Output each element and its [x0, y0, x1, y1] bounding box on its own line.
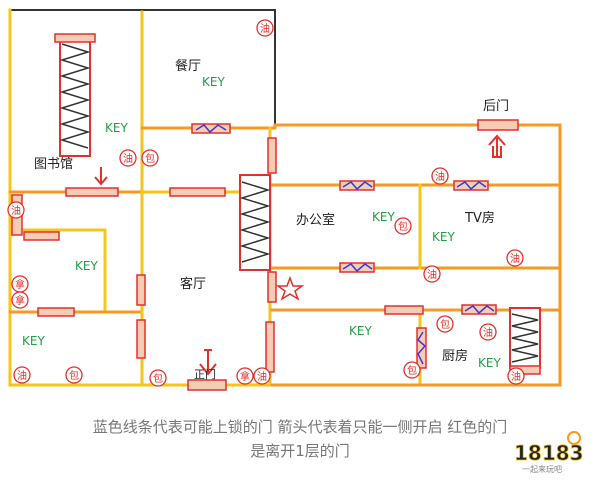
- door-living-north: [169, 187, 226, 197]
- marker-bag-circle: [65, 366, 83, 384]
- marker-oil-circle: [507, 367, 525, 385]
- marker-gun-circle: [236, 367, 254, 385]
- lock-zigzags: [195, 124, 495, 365]
- star-marker: [275, 275, 305, 301]
- door-corridor: [384, 305, 424, 315]
- marker-oil: 油: [257, 370, 267, 383]
- front-door: [187, 379, 227, 391]
- marker-bag: 包: [69, 369, 79, 382]
- caption-line-2: 是离开1层的门: [250, 442, 350, 460]
- marker-oil-circle: [13, 366, 31, 384]
- arrow-library-door: [94, 167, 108, 186]
- marker-oil: 油: [11, 204, 21, 217]
- marker-gun: 拿: [15, 278, 25, 291]
- locked-doors: [191, 123, 497, 369]
- doors: [11, 119, 541, 391]
- back-door: [477, 119, 519, 131]
- marker-oil: 油: [17, 369, 27, 382]
- marker-oil: 油: [510, 252, 520, 265]
- stairs-top-cap: [54, 33, 96, 43]
- label-library: 图书馆: [34, 157, 73, 172]
- key-office: KEY: [372, 210, 395, 224]
- marker-oil-circle: [479, 323, 497, 341]
- logo-tagline: 一起来玩吧: [522, 465, 562, 474]
- marker-oil-circle: [7, 201, 25, 219]
- site-logo: 18183 一起来玩吧: [514, 431, 584, 474]
- walls: [8, 8, 562, 387]
- floor-plan: 图书馆 餐厅 办公室 TV房 客厅 厨房 后门 正门 KEY KEY KEY K…: [7, 8, 562, 391]
- door-living-east-lower: [265, 321, 275, 373]
- label-back-door: 后门: [483, 99, 509, 114]
- label-kitchen: 厨房: [442, 348, 468, 364]
- label-front-door: 正门: [194, 367, 216, 381]
- key-dining: KEY: [202, 75, 225, 89]
- caption-line-1: 蓝色线条代表可能上锁的门 箭头代表着只能一侧开启 红色的门: [92, 418, 508, 436]
- marker-oil-circle: [431, 167, 449, 185]
- marker-oil-circle: [256, 19, 274, 37]
- marker-bag: 包: [440, 318, 450, 331]
- marker-oil: 油: [483, 326, 493, 339]
- label-dining: 餐厅: [175, 58, 201, 74]
- key-kitchen: KEY: [478, 356, 501, 370]
- marker-bag: 包: [398, 220, 408, 233]
- marker-oil: 油: [427, 268, 437, 281]
- marker-bag: 包: [407, 364, 417, 377]
- key-tv-room: KEY: [432, 230, 455, 244]
- door-left-living: [136, 274, 146, 306]
- marker-oil-circle: [119, 149, 137, 167]
- key-library: KEY: [105, 121, 128, 135]
- door-dining-east: [267, 137, 277, 174]
- marker-bag-circle: [141, 149, 159, 167]
- marker-gun-circle: [11, 291, 29, 309]
- door-living-west: [136, 319, 146, 359]
- logo-text: 18183: [514, 441, 584, 465]
- marker-bag: 包: [153, 372, 163, 385]
- marker-bag-circle: [149, 369, 167, 387]
- stairs-living: [239, 174, 271, 271]
- key-left-lower-room: KEY: [22, 334, 45, 348]
- marker-oil-circle: [423, 265, 441, 283]
- door-left-lower: [37, 307, 75, 317]
- stairs-library: [59, 35, 91, 157]
- stairs-kitchen: [509, 307, 541, 369]
- item-markers: 油油包油包油油包包油油拿拿油包包拿油油: [7, 19, 525, 387]
- marker-gun: 拿: [240, 370, 250, 383]
- marker-oil: 油: [435, 170, 445, 183]
- door-left-small: [23, 231, 60, 241]
- door-library: [65, 187, 119, 197]
- marker-oil-circle: [506, 249, 524, 267]
- marker-oil: 油: [260, 22, 270, 35]
- arrow-back-door: [488, 134, 506, 158]
- key-corridor-room: KEY: [349, 324, 372, 338]
- marker-oil-circle: [253, 367, 271, 385]
- door-living-east: [267, 271, 277, 303]
- label-living-room: 客厅: [180, 276, 206, 292]
- marker-bag-circle: [436, 315, 454, 333]
- arrow-front-door: [199, 349, 217, 376]
- label-tv-room: TV房: [464, 210, 495, 226]
- marker-bag: 包: [145, 152, 155, 165]
- marker-bag-circle: [403, 361, 421, 379]
- marker-bag-circle: [394, 217, 412, 235]
- marker-gun: 拿: [15, 294, 25, 307]
- marker-oil: 油: [123, 152, 133, 165]
- label-office: 办公室: [296, 212, 335, 228]
- marker-oil: 油: [511, 370, 521, 383]
- key-left-room: KEY: [75, 259, 98, 273]
